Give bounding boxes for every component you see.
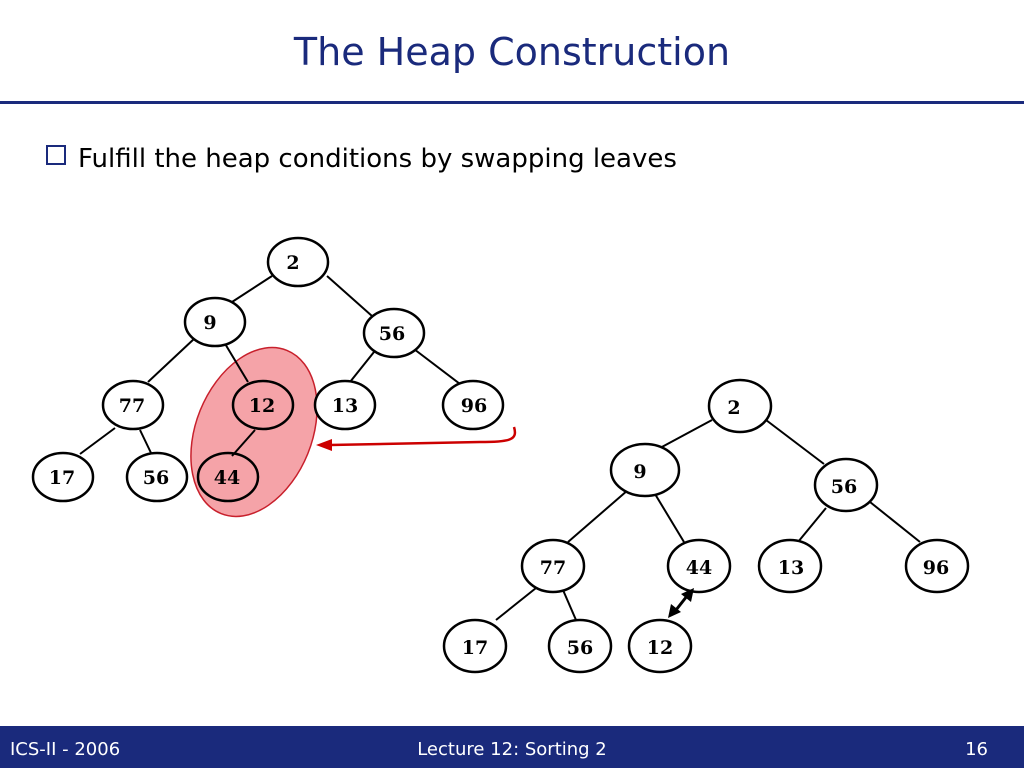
left-node-56-top — [362, 307, 426, 359]
right-node-17 — [442, 618, 508, 674]
right-node-9 — [609, 442, 681, 498]
left-node-17-label: 17 — [49, 467, 75, 489]
left-edge-77-17 — [79, 427, 116, 455]
transition-arrow-path — [329, 426, 517, 447]
left-node-77-label: 77 — [119, 395, 145, 417]
right-node-96-label: 96 — [923, 557, 949, 579]
left-node-96 — [441, 379, 505, 431]
right-node-17-label: 17 — [462, 637, 488, 659]
footer-course: ICS-II - 2006 — [10, 739, 121, 760]
right-edge-77-17 — [495, 587, 537, 621]
left-edge-2-56 — [326, 275, 373, 317]
left-edge-9-12 — [223, 341, 249, 383]
right-node-13 — [757, 538, 823, 594]
left-node-root-label: 2 — [286, 252, 299, 274]
slide-footer: ICS-II - 2006 Lecture 12: Sorting 2 16 — [0, 726, 1024, 768]
right-node-77 — [520, 538, 586, 594]
title-divider — [0, 101, 1024, 104]
bullet-text: Fulfill the heap conditions by swapping … — [78, 144, 677, 174]
left-edge-9-77 — [147, 337, 196, 383]
right-edge-56-96 — [869, 501, 921, 543]
transition-arrow-head-icon — [316, 439, 332, 451]
footer-page-number: 16 — [965, 739, 988, 760]
transition-arrow — [316, 426, 517, 451]
right-node-56-top-label: 56 — [831, 476, 857, 498]
swap-double-arrow-icon — [668, 588, 694, 618]
left-node-56-leaf — [125, 451, 189, 503]
left-node-13 — [313, 379, 377, 431]
checkbox-bullet-icon — [46, 145, 66, 165]
right-node-56-top — [813, 457, 879, 513]
left-node-17 — [31, 451, 95, 503]
left-edge-12-44 — [231, 429, 256, 457]
left-node-9 — [183, 296, 247, 348]
right-node-77-label: 77 — [540, 557, 566, 579]
right-edge-77-56 — [562, 589, 577, 621]
swap-arrow-head-up — [681, 588, 694, 602]
left-node-56-leaf-label: 56 — [143, 467, 169, 489]
swap-arrow-head-down — [668, 604, 681, 618]
footer-lecture: Lecture 12: Sorting 2 — [417, 739, 607, 760]
right-node-44-label: 44 — [686, 557, 712, 579]
right-edge-9-77 — [567, 489, 629, 543]
left-edge-56-96 — [409, 345, 461, 385]
right-node-12-label: 12 — [647, 637, 673, 659]
right-node-56-leaf-label: 56 — [567, 637, 593, 659]
left-edge-56-13 — [349, 351, 375, 383]
left-edge-77-56 — [139, 429, 153, 456]
left-node-96-label: 96 — [461, 395, 487, 417]
swap-arrow-shaft — [674, 595, 689, 611]
right-node-56-leaf — [547, 618, 613, 674]
left-heap-tree: 2 9 56 77 12 13 96 17 56 44 — [31, 236, 505, 518]
left-node-44-label: 44 — [214, 467, 240, 489]
right-edge-56-13 — [797, 507, 827, 543]
right-edge-2-9 — [659, 419, 713, 449]
right-node-root-label: 2 — [727, 397, 740, 419]
right-node-44 — [666, 538, 732, 594]
right-node-13-label: 13 — [778, 557, 804, 579]
left-edge-2-9 — [231, 275, 273, 303]
left-node-13-label: 13 — [332, 395, 358, 417]
left-node-44 — [196, 451, 260, 503]
bullet-point: Fulfill the heap conditions by swapping … — [46, 144, 677, 174]
right-node-9-label: 9 — [633, 461, 646, 483]
slide-title: The Heap Construction — [293, 30, 731, 74]
left-node-77 — [101, 379, 165, 431]
left-node-9-label: 9 — [203, 312, 216, 334]
left-node-12 — [231, 379, 295, 431]
left-node-root — [266, 236, 330, 288]
left-node-56-top-label: 56 — [379, 323, 405, 345]
right-heap-tree: 2 9 56 77 44 13 96 17 56 12 — [442, 378, 970, 674]
right-node-12 — [627, 618, 693, 674]
left-node-12-label: 12 — [249, 395, 275, 417]
right-edge-9-44 — [654, 493, 685, 543]
right-node-root — [707, 378, 773, 434]
right-edge-2-56 — [765, 419, 825, 465]
right-node-96 — [904, 538, 970, 594]
